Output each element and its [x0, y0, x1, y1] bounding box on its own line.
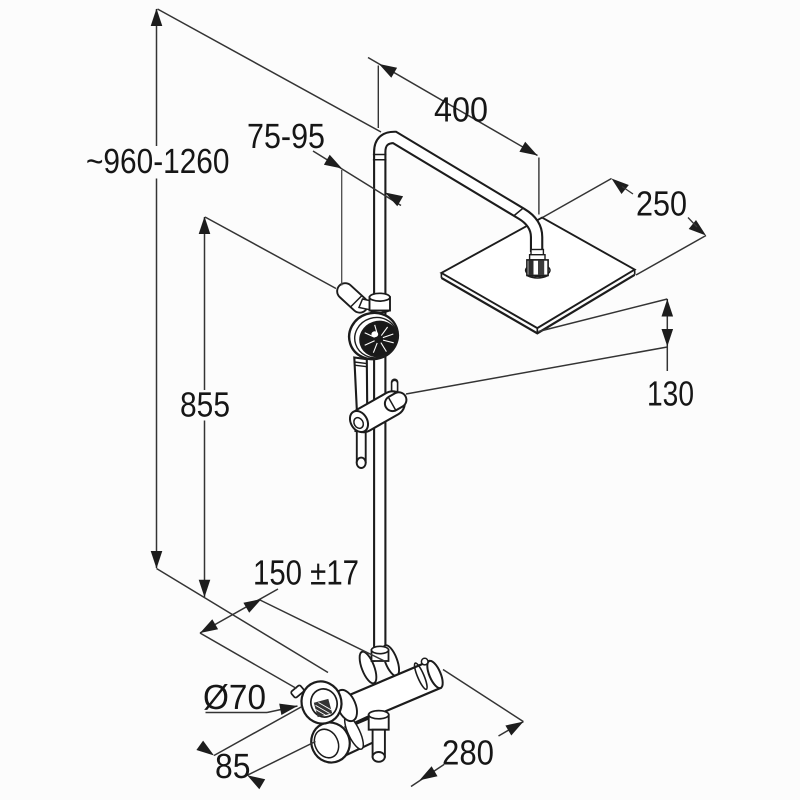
svg-text:855: 855 [180, 386, 230, 425]
svg-text:250: 250 [636, 185, 687, 224]
svg-text:150 ±17: 150 ±17 [253, 554, 359, 593]
svg-text:Ø70: Ø70 [203, 678, 266, 717]
svg-text:~960-1260: ~960-1260 [86, 142, 230, 181]
svg-text:85: 85 [215, 747, 251, 786]
svg-text:130: 130 [647, 375, 694, 414]
svg-text:75-95: 75-95 [247, 117, 325, 156]
svg-text:280: 280 [442, 734, 494, 773]
svg-text:400: 400 [434, 91, 488, 130]
